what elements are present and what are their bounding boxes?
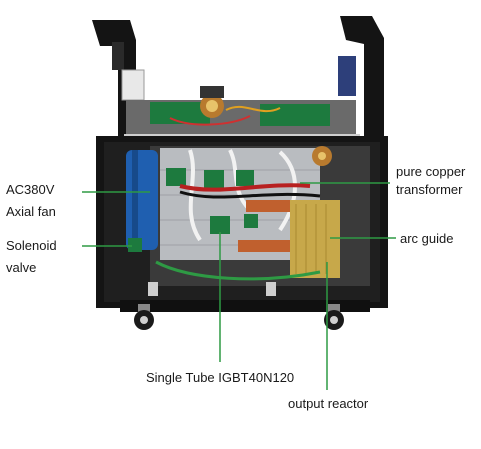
label-igbt: Single Tube IGBT40N120 [146,370,295,385]
igbt-board-3 [236,170,254,186]
transformer-core [290,200,340,278]
label-solenoid-line1: Solenoid [6,238,57,253]
right-handle [338,16,384,140]
wheel-left [134,304,154,330]
igbt-board-4 [210,216,230,234]
label-solenoid-line2: valve [6,260,37,276]
label-fan-line2: Axial fan [6,204,56,220]
axial-fan [126,150,158,250]
label-fan-line1: AC380V [6,182,55,197]
label-output-reactor: output reactor [288,396,369,411]
interior [126,146,370,286]
igbt-board-2 [204,170,224,188]
label-solenoid-valve: Solenoid valve [6,238,57,277]
igbt-board-5 [244,214,258,228]
top-deck [124,86,360,142]
solenoid-valve [128,238,142,252]
label-copper-line2: transformer [396,182,463,198]
wheel-right [324,304,344,330]
label-arc-guide: arc guide [400,231,454,246]
label-axial-fan: AC380V Axial fan [6,182,56,221]
label-pure-copper-transformer: pure copper transformer [396,164,465,199]
label-copper-line1: pure copper [396,164,466,179]
base [120,282,370,312]
igbt-board-1 [166,168,186,186]
leader-lines [82,182,396,390]
copper-bar-top [246,200,292,212]
